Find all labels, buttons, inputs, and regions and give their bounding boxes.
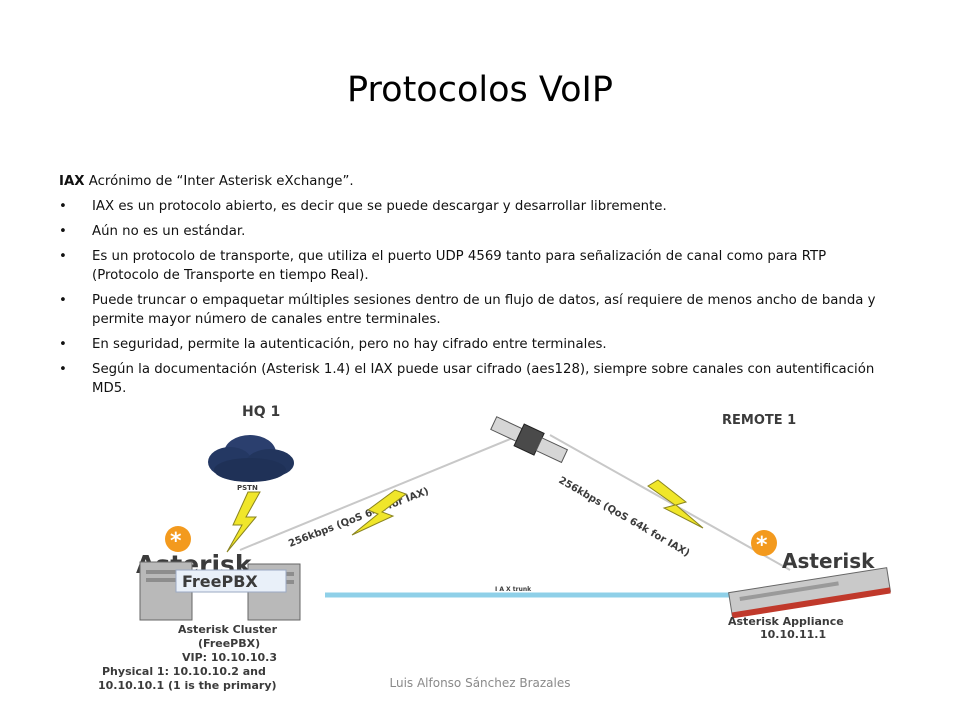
intro-text: Acrónimo de “Inter Asterisk eXchange”. — [88, 174, 354, 189]
lightning-bolt-left-icon — [226, 491, 261, 553]
bullet-text: Es un protocolo de transporte, que utili… — [92, 249, 827, 283]
bullet-item: • Es un protocolo de transporte, que util… — [59, 247, 877, 285]
footer-author: Luis Alfonso Sánchez Brazales — [389, 676, 571, 690]
bullet-item: • Aún no es un estándar. — [59, 222, 877, 241]
satellite-icon — [490, 416, 569, 464]
bullet-item: • Según la documentación (Asterisk 1.4) e… — [59, 360, 877, 398]
pstn-label: PSTN — [237, 484, 258, 492]
bullet-dot: • — [59, 293, 67, 308]
bullet-list: • IAX es un protocolo abierto, es decir q… — [59, 197, 877, 398]
bullet-dot: • — [59, 199, 67, 214]
bullet-item: • Puede truncar o empaquetar múltiples se… — [59, 291, 877, 329]
lightning-bolt-right-icon — [647, 479, 704, 529]
slide-title: Protocolos VoIP — [347, 70, 613, 110]
bullet-item: • IAX es un protocolo abierto, es decir q… — [59, 197, 877, 216]
appliance-line-2: 10.10.11.1 — [760, 628, 826, 641]
asterisk-right-label: Asterisk — [782, 549, 875, 573]
cluster-line-4: Physical 1: 10.10.10.2 and — [102, 665, 266, 678]
link-left-label: 256kbps (QoS 64k for IAX) — [287, 486, 430, 550]
asterisk-logo-left-icon: * — [165, 526, 191, 554]
lightning-bolt-center-icon — [351, 489, 408, 536]
hq-label: HQ 1 — [242, 404, 280, 420]
network-diagram: 256kbps (QoS 64k for IAX) 256kbps (QoS 6… — [98, 404, 891, 692]
bullet-text: Puede truncar o empaquetar múltiples ses… — [92, 293, 876, 327]
bullet-dot: • — [59, 337, 67, 352]
cluster-line-2: (FreePBX) — [198, 637, 260, 650]
cluster-line-5: 10.10.10.1 (1 is the primary) — [98, 679, 277, 692]
appliance-line-1: Asterisk Appliance — [728, 615, 844, 628]
link-right-label: 256kbps (QoS 64k for IAX) — [557, 475, 692, 559]
freepbx-label: FreePBX — [182, 572, 258, 591]
freepbx-badge — [175, 569, 287, 593]
bullet-dot: • — [59, 362, 67, 377]
bullet-dot: • — [59, 249, 67, 264]
link-line-left — [239, 434, 521, 551]
asterisk-appliance-icon — [728, 567, 891, 619]
bullet-item: • En seguridad, permite la autenticación,… — [59, 335, 877, 354]
bullet-text: IAX es un protocolo abierto, es decir qu… — [92, 199, 667, 214]
intro-line: IAX Acrónimo de “Inter Asterisk eXchange… — [59, 172, 877, 191]
remote-label: REMOTE 1 — [722, 413, 796, 428]
link-line-right — [549, 434, 791, 571]
bullet-dot: • — [59, 224, 67, 239]
slide-body: IAX Acrónimo de “Inter Asterisk eXchange… — [59, 172, 877, 404]
asterisk-logo-right-icon: * — [751, 530, 777, 558]
bullet-text: En seguridad, permite la autenticación, … — [92, 337, 607, 352]
trunk-label: I A X trunk — [495, 586, 532, 593]
intro-term: IAX — [59, 174, 85, 189]
cluster-line-3: VIP: 10.10.10.3 — [182, 651, 277, 664]
bullet-text: Aún no es un estándar. — [92, 224, 246, 239]
bullet-text: Según la documentación (Asterisk 1.4) el… — [92, 362, 875, 396]
pstn-cloud-icon — [208, 435, 294, 482]
svg-text:*: * — [170, 529, 182, 554]
svg-text:*: * — [756, 533, 768, 558]
cluster-line-1: Asterisk Cluster — [178, 623, 278, 636]
